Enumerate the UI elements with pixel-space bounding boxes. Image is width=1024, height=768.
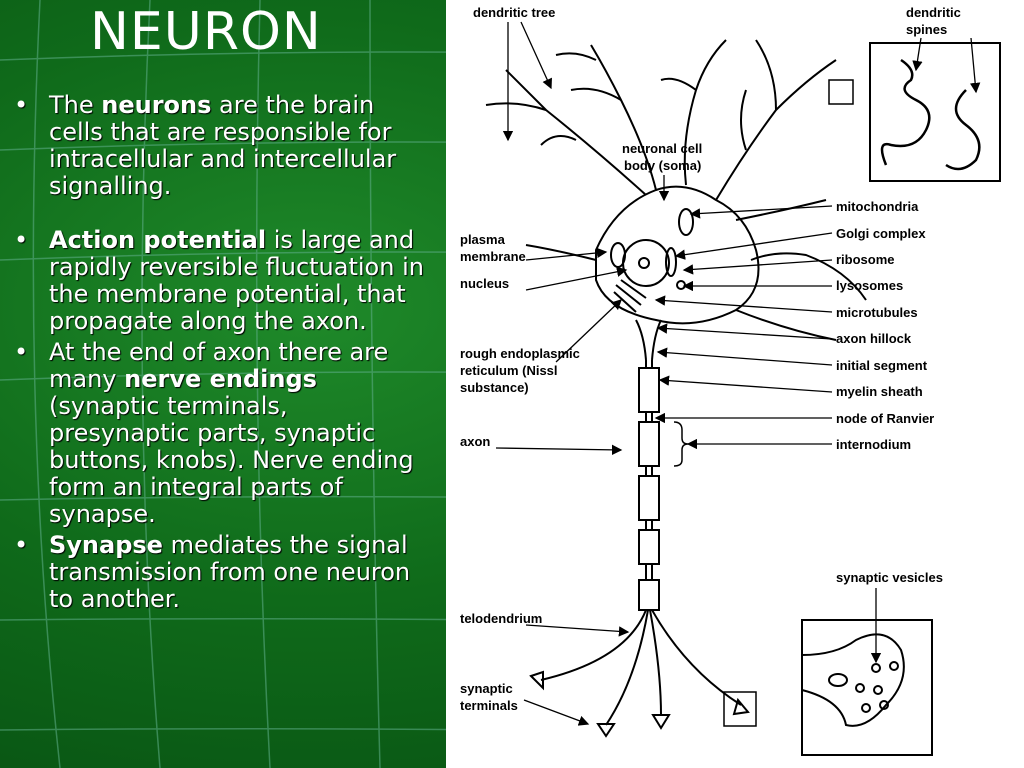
dendrite <box>525 244 597 261</box>
vesicle <box>871 663 881 673</box>
myelin-segment <box>638 367 660 413</box>
dendrite <box>570 87 622 101</box>
vesicle <box>879 700 889 710</box>
label-rough-er: substance) <box>460 380 529 395</box>
vesicle <box>873 685 883 695</box>
label-plasma-membrane: membrane <box>460 249 526 264</box>
label-right: ribosome <box>836 252 895 267</box>
neuron-diagram: dendritic tree dendritic spines neuronal… <box>460 5 1001 756</box>
label-dendritic-spines: spines <box>906 22 947 37</box>
terminal-knob <box>596 723 616 738</box>
label-right: internodium <box>836 437 911 452</box>
telodendron <box>540 609 647 681</box>
zoom-marker-box <box>828 79 854 105</box>
myelin-segment <box>638 529 660 565</box>
bullet-text: is large and rapidly reversible fluctuat… <box>49 226 424 335</box>
terminal-knob <box>529 670 544 691</box>
label-telodendrium: telodendrium <box>460 611 542 626</box>
bullet-bold-term: nerve endings <box>124 365 317 393</box>
label-synaptic-terminals: synaptic <box>460 681 513 696</box>
rer-shape <box>613 279 647 313</box>
telodendron <box>605 609 649 726</box>
label-right: lysosomes <box>836 278 903 293</box>
dendrite <box>590 44 657 191</box>
zoom-marker-box <box>723 691 757 727</box>
dendrite <box>750 252 867 301</box>
label-right: myelin sheath <box>836 384 923 399</box>
label-dendritic-tree: dendritic tree <box>473 5 555 20</box>
bullet-text: At the end of axon there are many <box>49 338 389 393</box>
label-dendritic-spines: dendritic <box>906 5 961 20</box>
bullet-text: mediates the signal transmission from on… <box>49 531 411 613</box>
myelin-segment <box>638 475 660 521</box>
bullet-text: are the brain cells that are responsible… <box>49 91 397 200</box>
label-cell-body: neuronal cell <box>622 141 702 156</box>
dendrite <box>505 69 647 196</box>
dendrite <box>555 52 597 61</box>
dendrite <box>683 39 727 186</box>
vesicle <box>861 703 871 713</box>
bullet-bold-term: Synapse <box>49 531 163 559</box>
mitochondria-shape <box>678 208 694 236</box>
label-synaptic-terminals: terminals <box>460 698 518 713</box>
bullet-bold-term: Action potential <box>49 226 267 254</box>
dendrite <box>735 309 837 341</box>
mitochondria-shape <box>610 242 626 268</box>
internodium-brace <box>673 421 689 467</box>
vesicle-inset-box <box>801 619 933 756</box>
bullet-item: Synapse mediates the signal transmission… <box>14 532 434 613</box>
dendrite <box>755 39 777 111</box>
bullet-bold-term: neurons <box>101 91 212 119</box>
neuron-diagram-panel: dendritic tree dendritic spines neuronal… <box>446 0 1024 768</box>
terminal-shape <box>801 633 905 727</box>
label-axon: axon <box>460 434 490 449</box>
label-rough-er: rough endoplasmic <box>460 346 580 361</box>
dendrite <box>715 59 837 201</box>
lysosome-shape <box>676 280 686 290</box>
label-right: initial segment <box>836 358 928 373</box>
bullet-item: Action potential is large and rapidly re… <box>14 227 434 335</box>
label-right: Golgi complex <box>836 226 926 241</box>
label-right: node of Ranvier <box>836 411 934 426</box>
spine-shape <box>880 58 931 166</box>
bullet-text: (synaptic terminals, presynaptic parts, … <box>49 392 414 528</box>
label-right: microtubules <box>836 305 918 320</box>
label-right: mitochondria <box>836 199 919 214</box>
label-nucleus: nucleus <box>460 276 509 291</box>
axon-hillock <box>635 319 662 361</box>
dendrite <box>740 89 747 151</box>
bullet-item: At the end of axon there are many nerve … <box>14 339 434 528</box>
bullet-list: The neurons are the brain cells that are… <box>14 92 434 617</box>
soma-outline <box>595 185 760 325</box>
vesicle <box>889 661 899 671</box>
slide-title: NEURON <box>90 2 322 62</box>
label-plasma-membrane: plasma <box>460 232 506 247</box>
myelin-segment <box>638 421 660 467</box>
spine-shape <box>945 89 981 171</box>
nucleolus-circle <box>638 257 650 269</box>
label-synaptic-vesicles: synaptic vesicles <box>836 570 943 585</box>
telodendron <box>651 609 742 706</box>
terminal-knob <box>732 697 750 716</box>
dendrite <box>735 199 827 221</box>
label-cell-body: body (soma) <box>624 158 701 173</box>
label-rough-er: reticulum (Nissl <box>460 363 558 378</box>
bullet-item: The neurons are the brain cells that are… <box>14 92 434 200</box>
telodendron <box>649 609 662 716</box>
golgi-shape <box>665 247 677 277</box>
vesicle <box>855 683 865 693</box>
nucleus-circle <box>622 239 670 287</box>
dendrite <box>540 135 577 146</box>
dendrite <box>660 77 697 91</box>
mitochondria-shape <box>828 673 848 687</box>
myelin-segment <box>638 579 660 611</box>
dendrite <box>485 102 547 111</box>
bullet-text: The <box>49 91 102 119</box>
terminal-knob <box>651 714 671 730</box>
label-right: axon hillock <box>836 331 912 346</box>
spines-inset-box <box>869 42 1001 182</box>
